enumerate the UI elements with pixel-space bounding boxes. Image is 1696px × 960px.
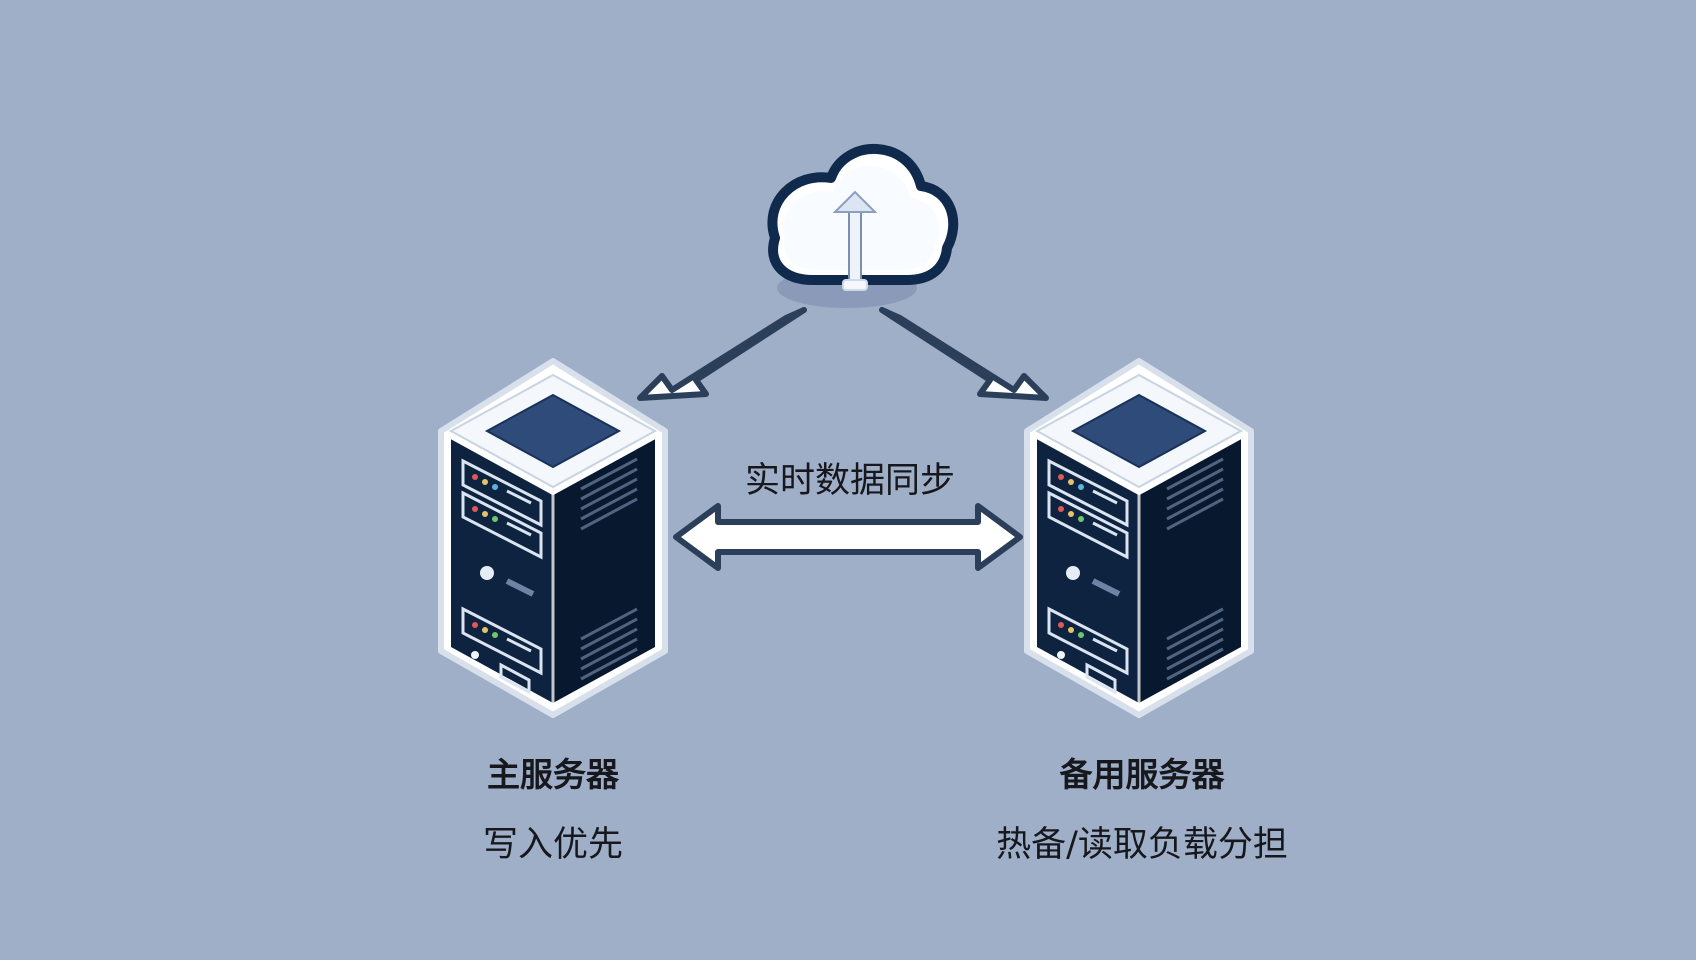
cloud-upload-icon	[767, 143, 959, 308]
backup-server-icon	[1027, 361, 1251, 715]
primary-server-role: 写入优先	[482, 825, 624, 865]
backup-server-title: 备用服务器	[1059, 755, 1225, 794]
primary-server-icon	[441, 361, 665, 715]
sync-label: 实时数据同步	[744, 461, 956, 501]
primary-server-title: 主服务器	[487, 755, 619, 794]
cloud-to-primary-arrow	[637, 307, 807, 401]
backup-server-role: 热备/读取负载分担	[996, 825, 1288, 865]
cloud-to-backup-arrow	[879, 307, 1049, 401]
sync-double-arrow	[673, 503, 1023, 571]
